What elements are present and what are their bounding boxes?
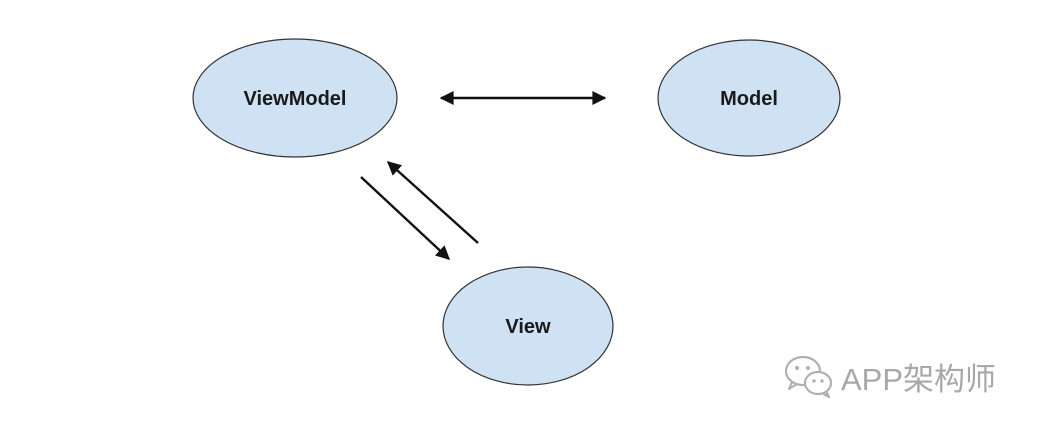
watermark-text: APP架构师 <box>841 361 997 397</box>
watermark: APP架构师 <box>783 352 996 400</box>
node-view: View <box>442 266 614 386</box>
node-model-shape <box>657 39 841 157</box>
node-view-label: View <box>505 316 551 338</box>
edge-viewmodel-to-view <box>360 176 451 260</box>
edge-view-to-viewmodel <box>386 161 479 244</box>
node-model: Model <box>657 39 841 157</box>
node-viewmodel-label: ViewModel <box>244 88 347 110</box>
node-view-shape <box>442 266 614 386</box>
wechat-icon <box>784 355 833 399</box>
node-viewmodel: ViewModel <box>192 38 398 158</box>
node-model-label: Model <box>720 88 778 110</box>
node-viewmodel-shape <box>192 38 398 158</box>
